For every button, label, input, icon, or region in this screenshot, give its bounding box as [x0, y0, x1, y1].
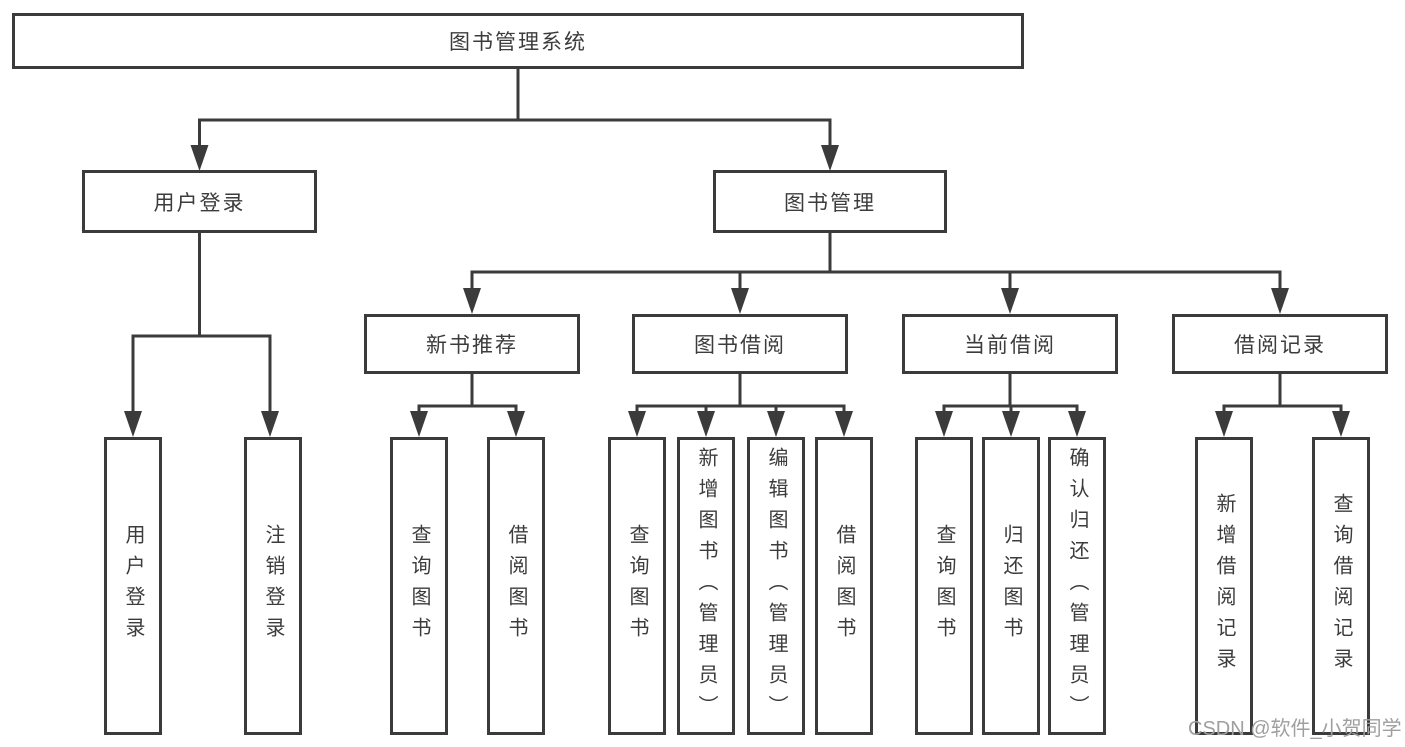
- edge-borrowing-records-to-leaves: [1222, 374, 1343, 412]
- arrow-down-icon: [731, 288, 749, 314]
- node-borrowing-records-label: 借阅记录: [1234, 334, 1326, 357]
- node-leaf-borrow-books-recommend: 借阅图书: [487, 437, 545, 735]
- arrow-down-icon: [821, 145, 839, 171]
- arrow-down-icon: [1215, 411, 1233, 437]
- arrow-down-icon: [1271, 288, 1289, 314]
- node-new-book-recommend-label: 新书推荐: [426, 334, 518, 357]
- node-leaf-return-books-label: 归还图书: [1000, 524, 1022, 648]
- watermark: CSDN @软件_小贺同学: [1188, 718, 1402, 740]
- arrow-down-icon: [507, 411, 525, 437]
- node-leaf-confirm-return-admin-label: 确认归还（管理员）: [1066, 446, 1088, 726]
- arrow-down-icon: [1001, 288, 1019, 314]
- node-leaf-add-borrow-record-label: 新增借阅记录: [1213, 493, 1235, 679]
- node-leaf-add-book-admin: 新增图书（管理员）: [677, 437, 735, 735]
- node-leaf-query-books-current-label: 查询图书: [933, 524, 955, 648]
- arrow-down-icon: [410, 411, 428, 437]
- arrow-down-icon: [628, 411, 646, 437]
- node-leaf-add-book-admin-label: 新增图书（管理员）: [695, 446, 717, 726]
- arrow-down-icon: [935, 411, 953, 437]
- node-leaf-confirm-return-admin: 确认归还（管理员）: [1048, 437, 1106, 735]
- edge-book-management-to-level3: [470, 233, 1282, 289]
- edge-root-to-level2: [198, 69, 832, 146]
- node-root-label: 图书管理系统: [449, 31, 587, 54]
- node-book-management-label: 图书管理: [784, 191, 876, 215]
- node-leaf-user-login: 用户登录: [104, 437, 162, 735]
- node-leaf-logout-label: 注销登录: [262, 524, 284, 648]
- arrow-down-icon: [1002, 411, 1020, 437]
- node-leaf-edit-book-admin-label: 编辑图书（管理员）: [765, 446, 787, 726]
- node-leaf-return-books: 归还图书: [982, 437, 1040, 735]
- node-leaf-query-borrow-record-label: 查询借阅记录: [1330, 493, 1352, 679]
- node-leaf-query-books-borrowing: 查询图书: [608, 437, 666, 735]
- node-leaf-query-borrow-record: 查询借阅记录: [1312, 437, 1370, 735]
- arrow-down-icon: [1068, 411, 1086, 437]
- node-leaf-borrow-books-recommend-label: 借阅图书: [505, 524, 527, 648]
- node-borrowing-records: 借阅记录: [1172, 314, 1388, 374]
- edge-user-login-to-leaves: [131, 233, 272, 412]
- node-leaf-query-books-current: 查询图书: [915, 437, 973, 735]
- arrow-down-icon: [463, 288, 481, 314]
- arrow-down-icon: [697, 411, 715, 437]
- node-leaf-add-borrow-record: 新增借阅记录: [1195, 437, 1253, 735]
- edge-new-book-recommend-to-leaves: [417, 374, 518, 412]
- node-leaf-logout: 注销登录: [244, 437, 302, 735]
- arrow-down-icon: [1332, 411, 1350, 437]
- node-leaf-edit-book-admin: 编辑图书（管理员）: [747, 437, 805, 735]
- node-current-borrowing: 当前借阅: [902, 314, 1118, 374]
- node-book-borrowing: 图书借阅: [632, 314, 848, 374]
- arrow-down-icon: [835, 411, 853, 437]
- node-leaf-borrow-books-borrowing: 借阅图书: [815, 437, 873, 735]
- node-user-login-label: 用户登录: [153, 191, 246, 215]
- edge-current-borrowing-to-leaves: [942, 374, 1079, 412]
- arrow-down-icon: [767, 411, 785, 437]
- node-leaf-user-login-label: 用户登录: [122, 524, 144, 648]
- node-leaf-query-books-borrowing-label: 查询图书: [626, 524, 648, 648]
- node-current-borrowing-label: 当前借阅: [964, 334, 1056, 357]
- arrow-down-icon: [124, 411, 142, 437]
- node-new-book-recommend: 新书推荐: [364, 314, 580, 374]
- node-leaf-query-books-recommend-label: 查询图书: [408, 524, 430, 648]
- node-user-login: 用户登录: [82, 170, 317, 233]
- arrow-down-icon: [190, 145, 209, 171]
- node-book-management: 图书管理: [713, 170, 947, 233]
- node-leaf-query-books-recommend: 查询图书: [390, 437, 448, 735]
- arrow-down-icon: [261, 411, 279, 437]
- node-book-borrowing-label: 图书借阅: [694, 334, 786, 357]
- edge-book-borrowing-to-leaves: [635, 374, 846, 412]
- node-root: 图书管理系统: [12, 13, 1024, 69]
- node-leaf-borrow-books-borrowing-label: 借阅图书: [833, 524, 855, 648]
